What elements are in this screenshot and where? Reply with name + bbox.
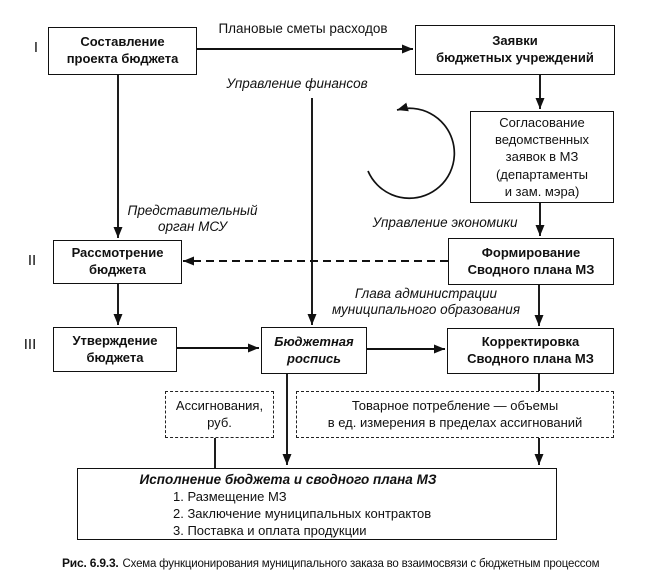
label-predstavitelny-organ: Представительный орган МСУ xyxy=(127,203,258,234)
figure-caption: Рис. 6.9.3.Схема функционирования муници… xyxy=(62,556,622,570)
ispolnenie-item-3: 3. Поставка и оплата продукции xyxy=(173,522,367,538)
ispolnenie-title: Исполнение бюджета и сводного плана МЗ xyxy=(139,472,437,487)
box-formirovanie: Формирование Сводного плана МЗ xyxy=(448,238,614,285)
box-sostavlenie-proekta: Составление проекта бюджета xyxy=(48,27,197,75)
stage-label-3: III xyxy=(23,336,37,353)
box-soglasovanie: Согласование ведомственных заявок в МЗ (… xyxy=(470,111,614,203)
label-upravlenie-finansov: Управление финансов xyxy=(226,76,368,91)
box-korrektirovka: Корректировка Сводного плана МЗ xyxy=(447,328,614,374)
stage-label-1: I xyxy=(33,39,39,56)
stage-label-2: II xyxy=(27,252,37,269)
ispolnenie-item-2: 2. Заключение муниципальных контрактов xyxy=(173,505,432,521)
box-utverzhdenie: Утверждение бюджета xyxy=(53,327,177,372)
box-byudzhetnaya-rospis: Бюджетная роспись xyxy=(261,327,367,374)
label-planovye-smety: Плановые сметы расходов xyxy=(218,21,388,36)
cycle-arrow xyxy=(367,102,456,200)
figure-caption-number: Рис. 6.9.3. xyxy=(62,556,119,570)
label-glava-administratsii: Глава администрации муниципального образ… xyxy=(331,286,521,317)
figure-caption-text: Схема функционирования муниципального за… xyxy=(122,558,600,570)
box-rassmotrenie: Рассмотрение бюджета xyxy=(53,240,182,284)
ispolnenie-item-1: 1. Размещение МЗ xyxy=(173,488,287,504)
box-tovarnoe-potreblenie: Товарное потребление — объемы в ед. изме… xyxy=(296,391,614,438)
label-upravlenie-ekonomiki: Управление экономики xyxy=(372,215,518,230)
box-ispolnenie: Исполнение бюджета и сводного плана МЗ 1… xyxy=(77,468,557,540)
box-assignovaniya: Ассигнования, руб. xyxy=(165,391,274,438)
ispolnenie-list: 1. Размещение МЗ 2. Заключение муниципал… xyxy=(173,489,498,540)
box-zayavki: Заявки бюджетных учреждений xyxy=(415,25,615,75)
